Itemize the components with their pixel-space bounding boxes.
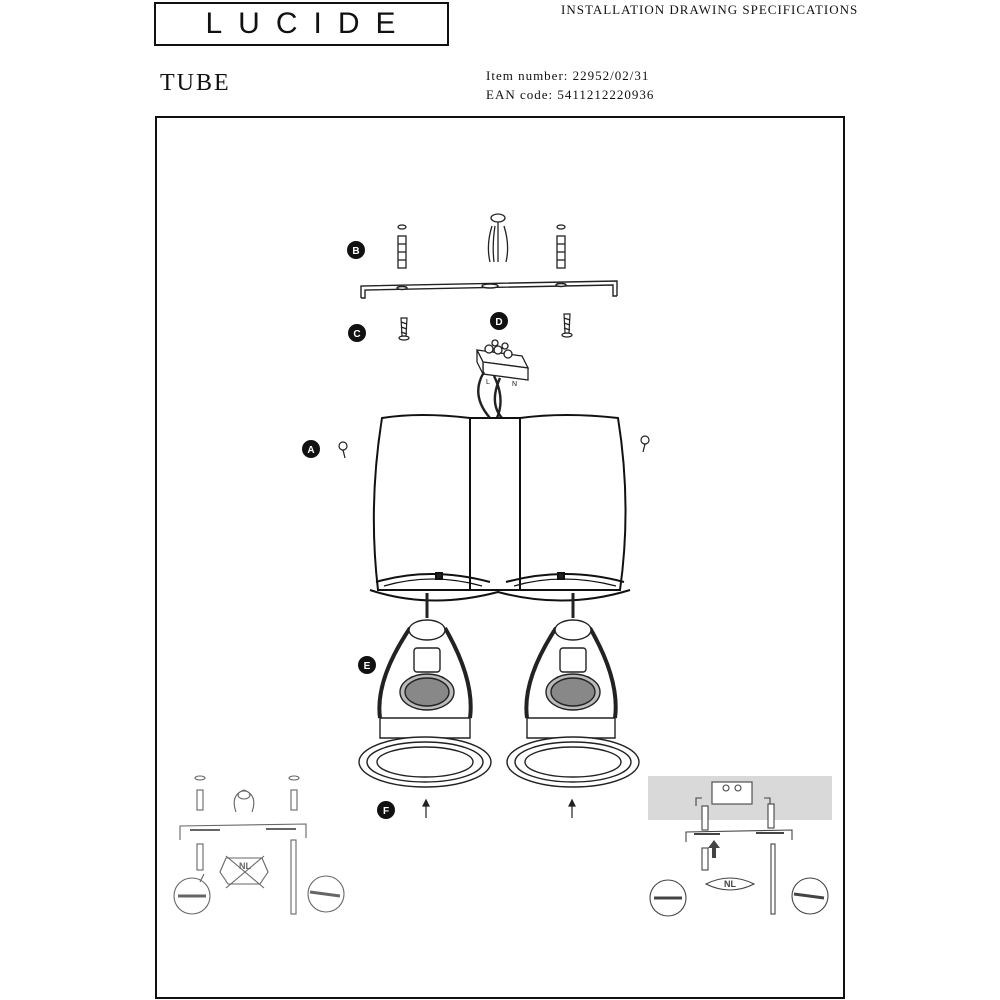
screw-left [398,317,410,341]
label-badge-f: F [377,801,395,819]
inset-right-nl: NL [724,879,736,889]
spot-head-right [506,593,640,788]
tube-body [369,414,631,602]
terminal-block [475,339,530,381]
side-screw-left [338,441,348,459]
drawing-frame [155,116,845,999]
lucide-logo: LUCIDE [154,2,449,46]
terminal-label-l: L [486,379,490,386]
item-number: Item number: 22952/02/31 [486,68,650,83]
label-badge-b: B [347,241,365,259]
wall-plug-left [397,224,407,269]
screw-right [561,313,573,338]
spot-head-left [358,593,492,788]
terminal-label-n: N [512,381,517,388]
label-badge-d: D [490,312,508,330]
arrow-up-right-icon [568,798,576,818]
supply-wires [477,371,505,421]
inset-left-nl: NL [239,861,251,871]
ean-code: EAN code: 5411212220936 [486,87,655,102]
logo-text: LUCIDE [205,7,412,40]
product-name: TUBE [160,70,231,96]
svg-text:D: D [495,317,502,328]
label-badge-c: C [348,324,366,342]
hook-anchor [487,213,509,263]
svg-text:A: A [307,445,314,456]
inset-ceiling-mount-left [173,775,345,915]
svg-text:C: C [353,329,360,340]
side-screw-right [640,435,650,453]
mounting-bracket [360,280,618,299]
svg-text:B: B [352,246,359,257]
label-badge-a: A [302,440,320,458]
document-title: INSTALLATION DRAWING SPECIFICATIONS [561,2,859,17]
svg-text:E: E [364,661,371,672]
inset-ceiling-mount-right [648,776,832,917]
label-badge-e: E [358,656,376,674]
arrow-up-left-icon [422,798,430,818]
svg-text:F: F [383,806,389,817]
wall-plug-right [556,224,566,269]
